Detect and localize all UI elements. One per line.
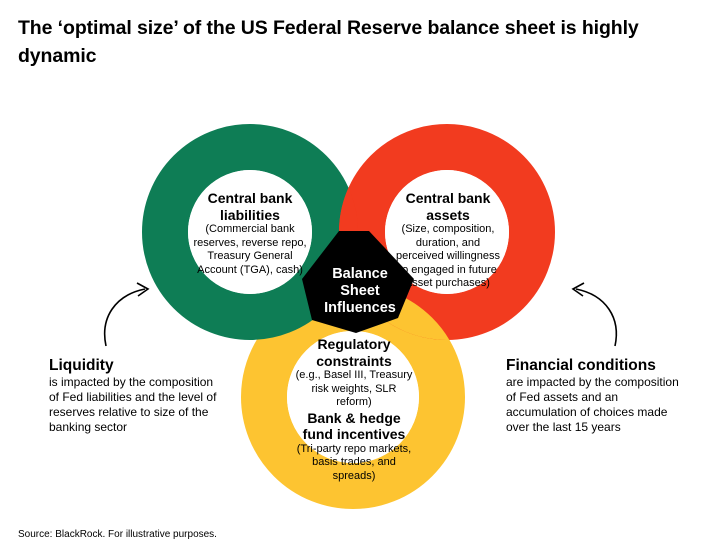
regulatory-detail: (e.g., Basel III, Treasury risk weights,…	[295, 369, 413, 408]
liabilities-detail: (Commercial bank reserves, reverse repo,…	[193, 223, 307, 276]
financial-callout: Financial conditions are impacted by the…	[506, 356, 686, 435]
regulatory-heading: Regulatory constraints	[316, 336, 392, 369]
financial-heading: Financial conditions	[506, 357, 656, 374]
assets-text: Central bank assets (Size, composition, …	[392, 190, 504, 291]
financial-text: are impacted by the composition of Fed a…	[506, 375, 679, 434]
liabilities-ring	[142, 124, 358, 340]
incentives-detail: (Tri-party repo markets, basis trades, a…	[296, 442, 412, 482]
liabilities-text: Central bank liabilities (Commercial ban…	[187, 190, 313, 277]
liquidity-heading: Liquidity	[49, 357, 114, 374]
source-note: Source: BlackRock. For illustrative purp…	[18, 529, 217, 540]
center-region	[302, 231, 414, 333]
liabilities-heading: Central bank liabilities	[207, 190, 293, 223]
assets-detail: (Size, composition, duration, and percei…	[396, 223, 500, 289]
liquidity-text: is impacted by the composition of Fed li…	[49, 375, 217, 434]
assets-heading: Central bank assets	[405, 190, 491, 223]
page-title: The ‘optimal size’ of the US Federal Res…	[18, 17, 639, 67]
regulatory-text: Regulatory constraints (e.g., Basel III,…	[293, 336, 415, 483]
center-label: Balance Sheet Influences	[324, 266, 396, 316]
liquidity-callout: Liquidity is impacted by the composition…	[49, 356, 224, 435]
liquidity-arrow	[104, 288, 146, 347]
financial-arrow	[575, 288, 617, 347]
incentives-heading: Bank & hedge fund incentives	[302, 409, 406, 443]
